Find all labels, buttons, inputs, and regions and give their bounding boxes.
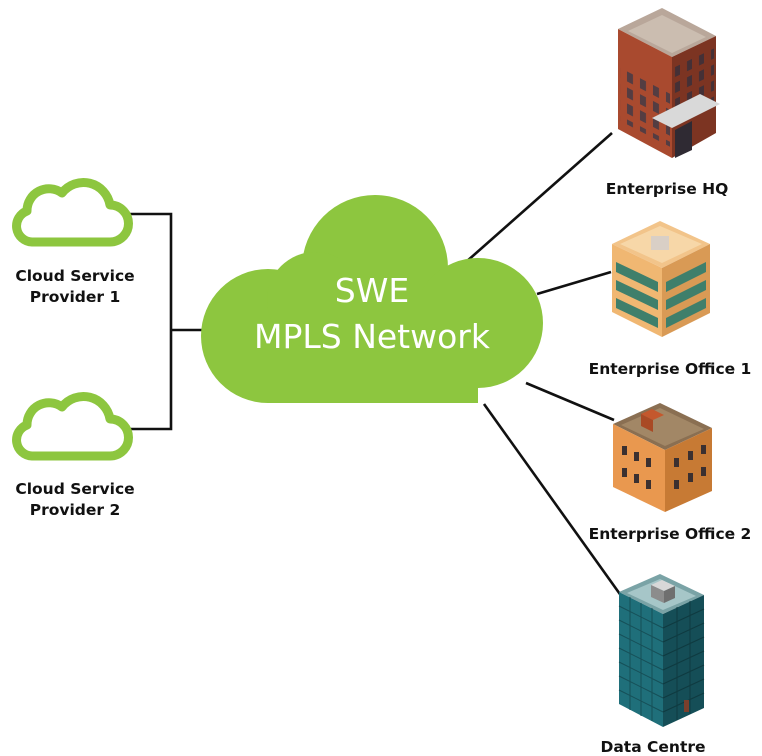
cloud-outline-icon bbox=[12, 392, 133, 461]
brick-office-tower-icon bbox=[618, 8, 720, 158]
provider2-label-line2: Provider 2 bbox=[30, 501, 121, 519]
office1-connector bbox=[536, 270, 612, 296]
orange-building-icon bbox=[613, 403, 712, 512]
cloud-provider-2: Cloud Service Provider 2 bbox=[12, 392, 135, 519]
site-label-hq: Enterprise HQ bbox=[606, 180, 729, 198]
datacentre-connector bbox=[482, 403, 624, 598]
data-centre: Data Centre bbox=[600, 574, 706, 756]
connectors bbox=[126, 132, 624, 598]
provider1-connector bbox=[126, 212, 173, 431]
tan-office-building-icon bbox=[612, 221, 710, 337]
enterprise-office-1: Enterprise Office 1 bbox=[589, 221, 752, 378]
mpls-cloud-icon bbox=[201, 195, 543, 403]
site-label-office2: Enterprise Office 2 bbox=[589, 525, 752, 543]
mpls-title-line1: SWE bbox=[335, 271, 409, 310]
provider1-label-line2: Provider 1 bbox=[30, 288, 121, 306]
provider1-label-line1: Cloud Service bbox=[15, 267, 134, 285]
site-label-office1: Enterprise Office 1 bbox=[589, 360, 752, 378]
hq-connector bbox=[465, 132, 613, 263]
mpls-title-line2: MPLS Network bbox=[254, 317, 491, 356]
provider2-label-line1: Cloud Service bbox=[15, 480, 134, 498]
office2-connector bbox=[525, 381, 615, 422]
site-label-datacentre: Data Centre bbox=[600, 738, 705, 756]
cloud-provider-1: Cloud Service Provider 1 bbox=[12, 178, 135, 306]
enterprise-office-2: Enterprise Office 2 bbox=[589, 403, 752, 543]
mpls-cloud: SWE MPLS Network bbox=[201, 195, 543, 403]
cloud-outline-icon bbox=[12, 178, 133, 247]
teal-datacenter-tower-icon bbox=[618, 574, 705, 727]
enterprise-hq: Enterprise HQ bbox=[606, 8, 729, 198]
